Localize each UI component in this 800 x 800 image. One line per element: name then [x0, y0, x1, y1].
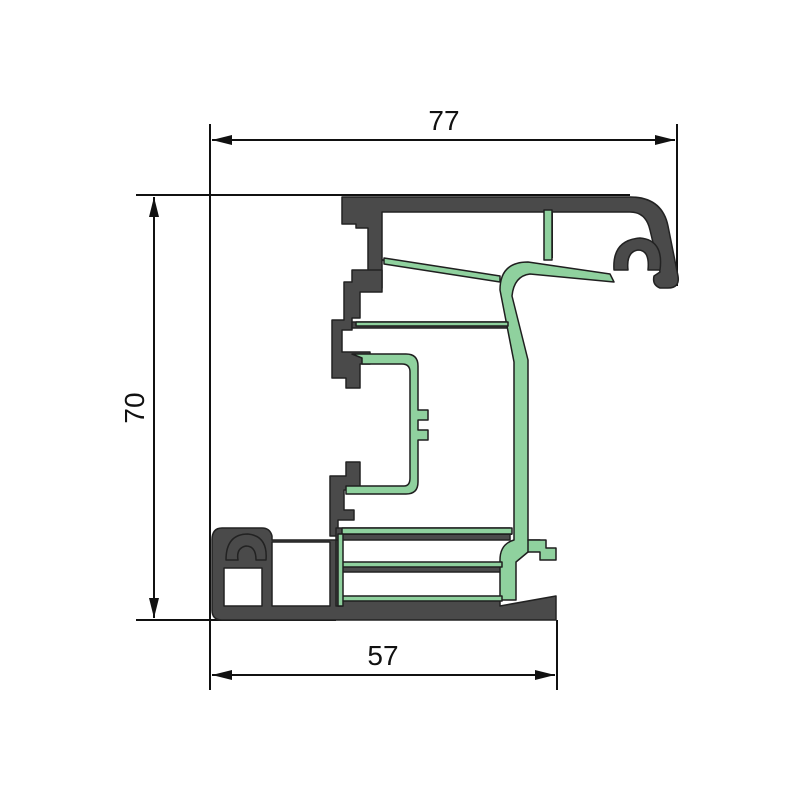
dimension-lines	[149, 135, 675, 680]
reinforcement-rib-3	[341, 595, 503, 602]
dim-label-height: 70	[119, 392, 150, 423]
reinforcement-rib-top	[355, 321, 509, 327]
pvc-profile	[211, 196, 680, 621]
reinforcement-top-strip	[383, 257, 501, 283]
profile-bottom-cutout-2	[271, 541, 331, 607]
reinforcement-rib-1	[341, 527, 513, 535]
reinforcement-vert-1	[337, 533, 344, 607]
profile-bead-bottom	[225, 533, 267, 561]
reinforcement-vert-2	[543, 209, 553, 261]
reinforcement-rib-2	[341, 561, 503, 568]
profile-left-wall-upper	[331, 269, 383, 389]
reinforcement-insert	[337, 209, 615, 607]
reinforcement-channel	[345, 353, 429, 495]
reinforcement-clip-right	[527, 539, 557, 561]
reinforcement-spine	[499, 261, 615, 601]
dim-label-top-width: 77	[428, 105, 459, 136]
profile-bead-top	[613, 237, 662, 271]
profile-left-wall-lower	[329, 461, 361, 537]
dim-label-bottom-width: 57	[367, 640, 398, 671]
profile-bottom-cutout	[223, 567, 263, 607]
